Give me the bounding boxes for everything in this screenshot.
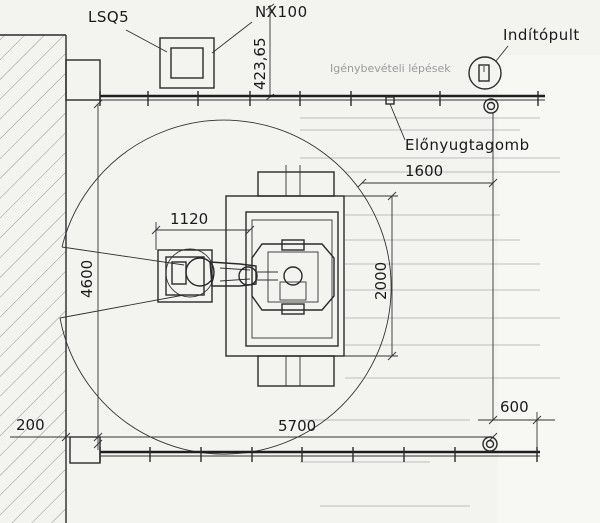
background-page-text: Igénybevételi lépések — [300, 55, 600, 523]
dim-600-label: 600 — [500, 398, 529, 416]
elonyugtagomb-label: Előnyugtagomb — [405, 136, 530, 154]
dim-1120 — [151, 222, 255, 250]
background-heading: Igénybevételi lépések — [330, 62, 451, 75]
positioner-frame — [225, 195, 345, 357]
dim-2000 — [344, 191, 398, 361]
dim-1120-label: 1120 — [170, 210, 208, 228]
lsq5-box — [125, 29, 215, 89]
dim-2000-label: 2000 — [372, 262, 390, 300]
hatched-wall — [0, 34, 101, 523]
dim-4600-label: 4600 — [78, 260, 96, 298]
nx100-label: NX100 — [255, 3, 308, 21]
dim-4600 — [93, 99, 103, 450]
inditopult-label: Indítópult — [503, 26, 580, 44]
inditopult-icon — [468, 45, 509, 90]
wall-notch-top — [65, 59, 101, 101]
wall-notch-bottom — [69, 436, 101, 464]
dim-200-label: 200 — [16, 416, 45, 434]
dim-1600-label: 1600 — [405, 162, 443, 180]
dim-1600 — [357, 112, 498, 420]
nx100-leader — [211, 21, 253, 54]
elonyugtagomb-button — [385, 96, 406, 141]
positioner-rails — [257, 165, 335, 387]
robot-base — [157, 248, 215, 303]
dim-423-65-label: 423,65 — [251, 38, 269, 91]
dim-5700-label: 5700 — [278, 417, 316, 435]
bottom-fence — [99, 436, 540, 462]
robot-arm — [209, 261, 278, 287]
lsq5-label: LSQ5 — [88, 8, 129, 26]
top-fence — [99, 91, 545, 114]
